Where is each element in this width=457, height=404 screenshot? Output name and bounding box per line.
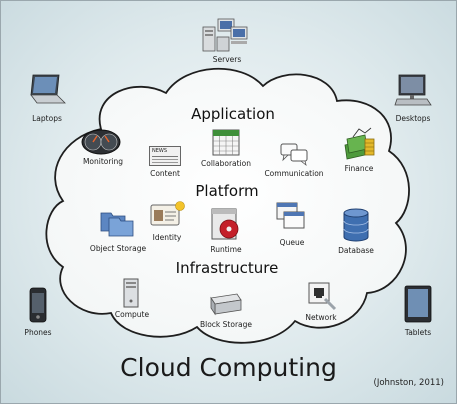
phone-icon bbox=[29, 287, 47, 323]
platform-label-queue: Queue bbox=[279, 238, 305, 247]
application-label-finance: Finance bbox=[344, 164, 374, 173]
calendar-icon bbox=[212, 129, 240, 156]
finance-icon bbox=[344, 127, 375, 160]
platform-label-runtime: Runtime bbox=[210, 245, 242, 254]
device-label-desktops: Desktops bbox=[395, 114, 431, 123]
infrastructure-label-network: Network bbox=[305, 313, 337, 322]
newspaper-icon: NEWS bbox=[149, 146, 181, 166]
application-label-content: Content bbox=[150, 169, 180, 178]
platform-label-database: Database bbox=[338, 246, 374, 255]
layer-heading-application: Application bbox=[191, 105, 275, 123]
citation: (Johnston, 2011) bbox=[373, 378, 445, 388]
monitoring-gauge-icon bbox=[81, 129, 121, 155]
tablet-icon bbox=[404, 285, 432, 323]
layer-heading-platform: Platform bbox=[195, 182, 259, 200]
queue-windows-icon bbox=[276, 202, 305, 229]
laptop-icon bbox=[30, 74, 66, 104]
servers-icon bbox=[202, 18, 248, 52]
newspaper-masthead: NEWS bbox=[152, 148, 168, 154]
device-label-laptops: Laptops bbox=[32, 114, 62, 123]
identity-card-icon bbox=[150, 201, 185, 226]
compute-tower-icon bbox=[123, 278, 139, 308]
desktop-icon bbox=[394, 74, 432, 106]
device-label-servers: Servers bbox=[212, 55, 242, 64]
infrastructure-label-block-storage: Block Storage bbox=[199, 320, 253, 329]
platform-label-object-storage: Object Storage bbox=[89, 244, 147, 253]
device-label-tablets: Tablets bbox=[404, 328, 432, 337]
hard-drive-icon bbox=[210, 293, 242, 316]
database-icon bbox=[343, 208, 369, 242]
infrastructure-label-compute: Compute bbox=[114, 310, 150, 319]
device-label-phones: Phones bbox=[24, 328, 52, 337]
speech-bubbles-icon bbox=[280, 143, 308, 167]
runtime-icon bbox=[211, 208, 239, 240]
platform-label-identity: Identity bbox=[152, 233, 182, 242]
application-label-collaboration: Collaboration bbox=[201, 159, 251, 168]
application-label-monitoring: Monitoring bbox=[82, 157, 124, 166]
layer-heading-infrastructure: Infrastructure bbox=[175, 259, 279, 277]
folders-icon bbox=[100, 212, 134, 237]
diagram-title: Cloud Computing bbox=[120, 353, 337, 382]
application-label-communication: Communication bbox=[264, 169, 324, 178]
network-port-icon bbox=[308, 282, 337, 311]
